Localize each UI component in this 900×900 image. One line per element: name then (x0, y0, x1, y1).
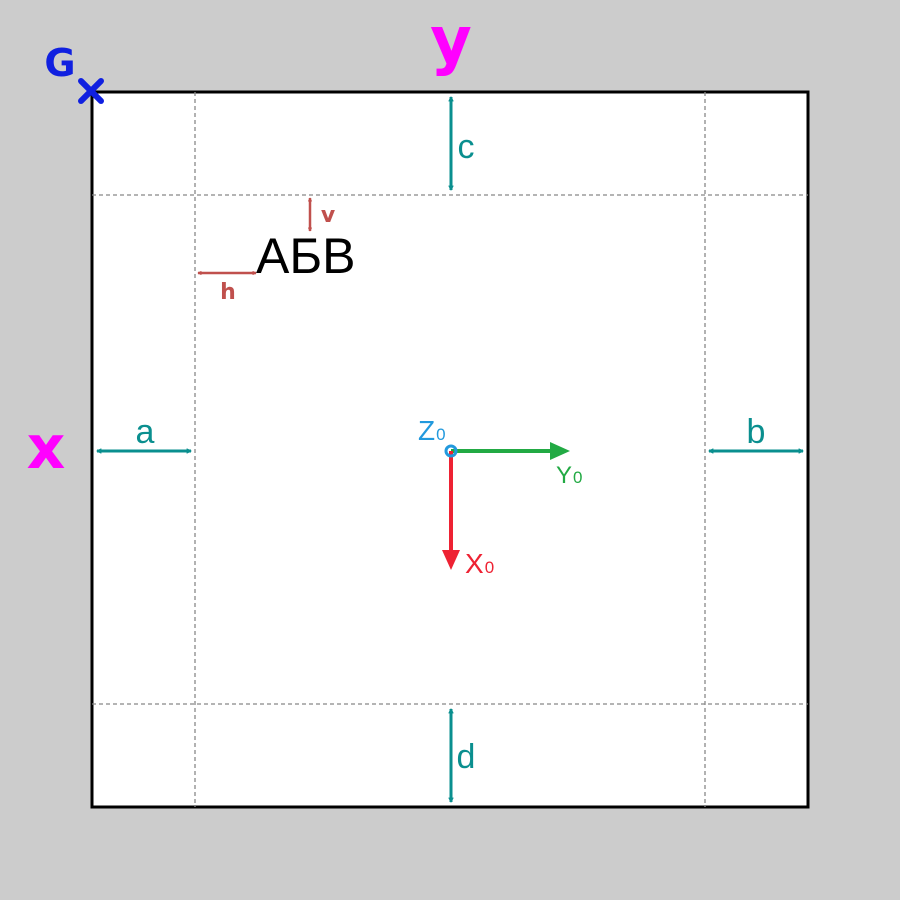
margin-label-b: b (747, 413, 766, 451)
frame-label-z: Z0 (418, 415, 446, 446)
page-rect (90, 90, 810, 809)
margin-label-c: c (458, 128, 475, 166)
offset-arrows (197, 197, 312, 275)
frame-label-y: Y0 (556, 462, 582, 489)
margin-label-a: a (136, 413, 155, 451)
axis-label-y: y (430, 4, 472, 78)
sample-text: АБВ (256, 228, 356, 284)
origin-label-g: G (44, 41, 75, 85)
frame-z-axis-icon (444, 444, 458, 458)
frame-y-axis (451, 442, 570, 460)
margin-arrows (97, 97, 803, 802)
frame-label-x: X0 (465, 548, 494, 579)
axis-label-x: x (27, 413, 66, 483)
frame-x-axis (442, 451, 460, 570)
margin-guides (92, 92, 808, 807)
origin-cross-icon (78, 78, 104, 104)
margin-label-d: d (457, 738, 476, 776)
offset-label-h: h (220, 280, 236, 305)
offset-label-v: v (321, 203, 336, 228)
